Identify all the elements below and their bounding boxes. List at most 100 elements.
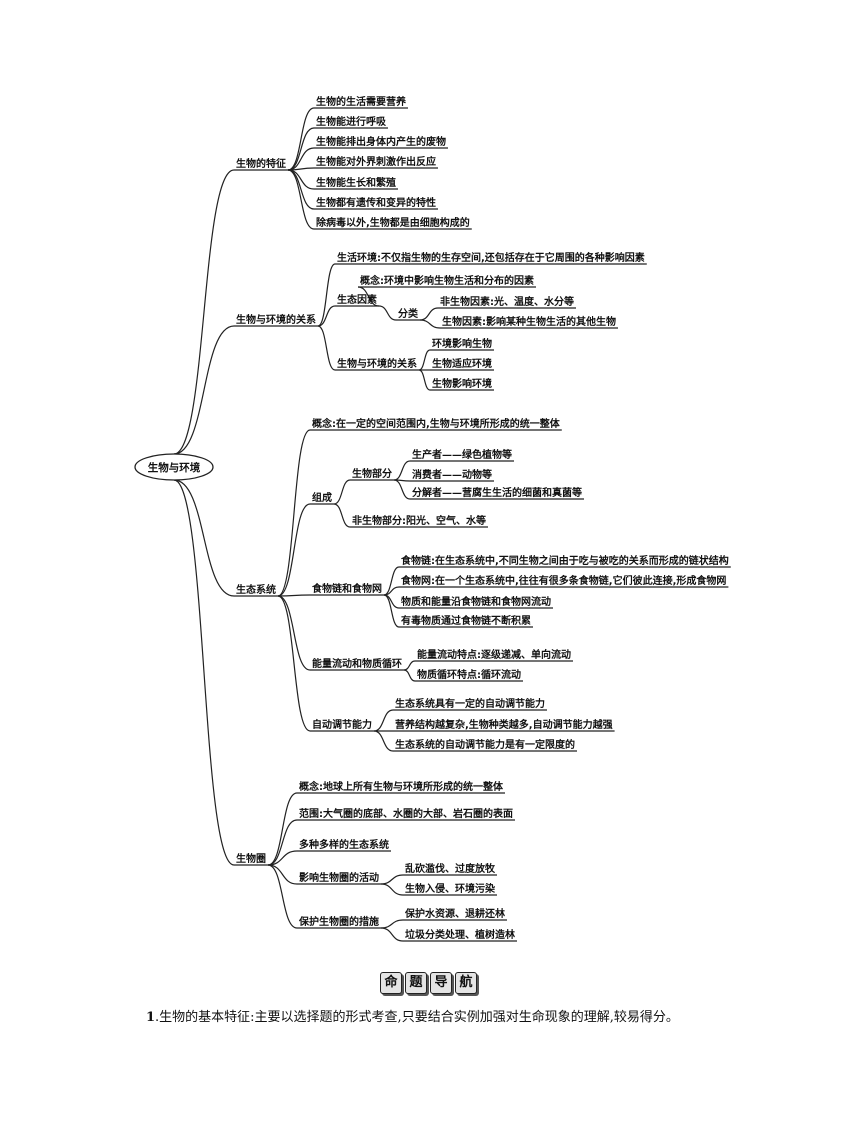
concept-label: 保护生物圈的措施 [298, 915, 379, 928]
connector-line [267, 864, 298, 885]
connector-line [287, 169, 315, 190]
connector-line [267, 850, 298, 866]
concept-label: 生物与环境的关系 [236, 313, 316, 326]
concept-label: 生物的生活需要营养 [316, 95, 407, 108]
concept-label: 非生物因素:光、温度、水分等 [440, 295, 574, 308]
connector-line [287, 169, 315, 230]
connector-line [393, 460, 411, 481]
concept-label: 生物入侵、环境污染 [405, 882, 496, 895]
concept-label: 物质循环特点:循环流动 [417, 668, 521, 681]
concept-label: 除病毒以外,生物都是由细胞构成的 [316, 216, 470, 229]
concept-label: 能量流动和物质循环 [312, 657, 402, 670]
concept-label: 自动调节能力 [312, 718, 372, 731]
concept-label: 生产者——绿色植物等 [412, 448, 512, 461]
concept-label: 生物能生长和繁殖 [316, 176, 396, 189]
concept-label: 能量流动特点:逐级递减、单向流动 [417, 648, 571, 661]
section-badge: 导 [430, 972, 452, 994]
concept-label: 分解者——营腐生生活的细菌和真菌等 [412, 486, 582, 499]
connector-line [317, 263, 336, 327]
guide-paragraph: 1.生物的基本特征:主要以选择题的形式考查,只要结合实例加强对生命现象的理解,较… [146, 1008, 826, 1028]
connector-line [173, 325, 235, 455]
concept-label: 生物能进行呼吸 [316, 115, 387, 128]
section-badge: 航 [455, 972, 477, 994]
concept-label: 生物与环境的关系 [337, 357, 417, 370]
concept-label: 生态系统的自动调节能力是有一定限度的 [395, 738, 575, 751]
concept-label: 非生物部分:阳光、空气、水等 [352, 514, 486, 527]
concept-nodes: 生物的特征 生物的生活需要营养生物能进行呼吸生物能排出身体内产生的废物生物能对外界… [234, 95, 731, 942]
connector-line [418, 349, 431, 371]
connector-line [317, 305, 336, 327]
root-node-outline [134, 453, 214, 481]
concept-label: 食物链和食物网 [311, 582, 382, 595]
connector-line [173, 479, 235, 866]
concept-label: 生物能排出身体内产生的废物 [316, 135, 446, 148]
connector-line [267, 864, 298, 929]
section-badge: 命 [380, 972, 402, 994]
connector-line [317, 325, 336, 371]
connector-line [333, 479, 351, 505]
connector-line [380, 927, 404, 942]
concept-label: 生物影响环境 [432, 377, 492, 390]
concept-label: 环境影响生物 [432, 337, 492, 350]
connector-line [333, 503, 351, 528]
concept-label: 生物都有遗传和变异的特性 [316, 196, 436, 209]
concept-label: 生物的特征 [236, 157, 286, 170]
concept-label: 垃圾分类处理、植树造林 [405, 928, 516, 941]
connector-line [277, 429, 311, 597]
concept-label: 生物能对外界刺激作出反应 [316, 155, 436, 168]
connector-line [267, 819, 298, 866]
concept-label: 生物因素:影响某种生物生活的其他生物 [442, 315, 616, 328]
concept-label: 生物部分 [352, 467, 392, 480]
concept-label: 食物网:在一个生态系统中,往往有很多条食物链,它们彼此连接,形成食物网 [400, 574, 726, 587]
concept-label: 生态系统具有一定的自动调节能力 [395, 697, 545, 710]
connector-line [373, 709, 394, 732]
concept-label: 概念:地球上所有生物与环境所形成的统一整体 [299, 780, 504, 793]
connector-line [173, 479, 235, 597]
connector-line [267, 792, 298, 866]
concept-label: 生物适应环境 [432, 357, 492, 370]
connector-line [287, 107, 315, 171]
connector-line [380, 874, 404, 885]
connector-line [173, 169, 235, 455]
concept-label: 生活环境:不仅指生物的生存空间,还包括存在于它周围的各种影响因素 [337, 251, 645, 264]
connector-line [277, 595, 311, 671]
connector-line [380, 883, 404, 896]
connector-line [380, 919, 404, 929]
concept-label: 有毒物质通过食物链不断积累 [401, 614, 531, 627]
concept-label: 多种多样的生态系统 [299, 838, 389, 851]
concept-label: 保护水资源、退耕还林 [404, 907, 506, 920]
concept-label: 乱砍滥伐、过度放牧 [405, 862, 496, 875]
concept-label: 分类 [398, 307, 418, 320]
root-node-label: 生物与环境 [148, 461, 201, 474]
concept-label: 影响生物圈的活动 [299, 871, 379, 884]
connector-line [418, 369, 431, 391]
concept-label: 生物圈 [236, 852, 266, 865]
connector-line [287, 169, 315, 210]
connector-line [383, 594, 400, 609]
guide-text: .生物的基本特征:主要以选择题的形式考查,只要结合实例加强对生命现象的理解,较易… [155, 1010, 679, 1025]
concept-label: 物质和能量沿食物链和食物网流动 [401, 595, 551, 608]
connector-line [383, 594, 400, 628]
connector-line [287, 147, 315, 171]
concept-label: 食物链:在生态系统中,不同生物之间由于吃与被吃的关系而形成的链状结构 [400, 554, 729, 567]
connector-line [378, 305, 397, 321]
connector-line [277, 503, 311, 597]
connector-line [419, 319, 441, 329]
connector-line [277, 594, 311, 597]
concept-label: 概念:在一定的空间范围内,生物与环境所形成的统一整体 [312, 417, 561, 430]
concept-label: 概念:环境中影响生物生活和分布的因素 [360, 274, 534, 287]
concept-label: 生态因素 [337, 293, 377, 306]
concept-label: 范围:大气圈的底部、水圈的大部、岩石圈的表面 [299, 807, 513, 820]
concept-label: 组成 [312, 491, 332, 504]
concept-label: 营养结构越复杂,生物种类越多,自动调节能力越强 [395, 718, 613, 731]
connector-line [403, 660, 416, 671]
concept-label: 消费者——动物等 [412, 468, 492, 481]
concept-label: 生态系统 [236, 583, 276, 596]
connector-line [393, 479, 411, 500]
section-badge: 题 [405, 972, 427, 994]
connector-line [419, 307, 439, 321]
section-badges: 命 题 导 航 [380, 972, 480, 996]
connector-line [287, 127, 315, 171]
connector-line [373, 730, 394, 752]
